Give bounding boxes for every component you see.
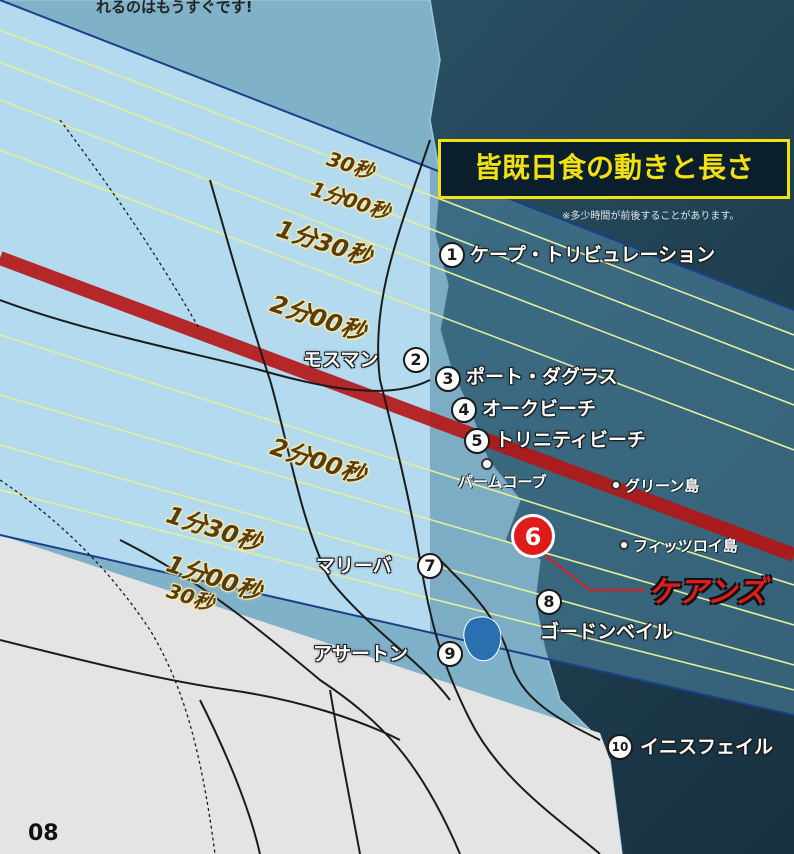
roads bbox=[0, 139, 601, 854]
location-marker-10: 10 bbox=[607, 734, 633, 760]
path-south-edge bbox=[0, 534, 794, 716]
location-label-9: アサートン bbox=[313, 643, 409, 665]
location-marker-3: 3 bbox=[435, 366, 461, 392]
palm-cove-dot bbox=[481, 458, 493, 470]
location-label-2: モスマン bbox=[303, 349, 379, 371]
fitzroy-island-dot bbox=[619, 540, 629, 550]
path-north-edge bbox=[0, 0, 794, 311]
title-box: 皆既日食の動きと長さ bbox=[438, 139, 790, 199]
time-note: ※多少時間が前後することがあります。 bbox=[562, 211, 740, 222]
location-marker-1: 1 bbox=[439, 242, 465, 268]
green-island-dot bbox=[611, 480, 621, 490]
center-line bbox=[0, 251, 794, 562]
location-marker-4: 4 bbox=[451, 397, 477, 423]
duration-lines bbox=[0, 29, 794, 691]
location-label-7: マリーバ bbox=[316, 555, 392, 577]
palm-cove-label: パームコーブ bbox=[458, 473, 547, 491]
location-label-4: オークビーチ bbox=[482, 398, 597, 420]
green-island-label: グリーン島 bbox=[625, 477, 700, 495]
location-marker-9: 9 bbox=[437, 641, 463, 667]
rail-lines bbox=[0, 119, 216, 854]
location-marker-7: 7 bbox=[417, 553, 443, 579]
intro-text: れるのはもうすぐです! bbox=[96, 0, 253, 16]
location-marker-5: 5 bbox=[464, 428, 490, 454]
location-label-1: ケープ・トリビュレーション bbox=[470, 244, 716, 266]
location-label-8: ゴードンベイル bbox=[540, 621, 674, 643]
fitzroy-island-label: フィッツロイ島 bbox=[633, 537, 738, 555]
location-marker-2: 2 bbox=[403, 347, 429, 373]
cairns-leader bbox=[544, 554, 645, 591]
land-outside-band bbox=[0, 535, 622, 854]
location-label-10: イニスフェイル bbox=[640, 736, 774, 758]
location-label-3: ポート・ダグラス bbox=[466, 366, 618, 388]
location-marker-8: 8 bbox=[536, 589, 562, 615]
location-label-6: ケアンズ bbox=[648, 575, 767, 610]
lake bbox=[463, 616, 502, 662]
location-marker-6: 6 bbox=[511, 514, 555, 558]
location-label-5: トリニティビーチ bbox=[495, 429, 646, 451]
page-number: 08 bbox=[28, 821, 59, 846]
